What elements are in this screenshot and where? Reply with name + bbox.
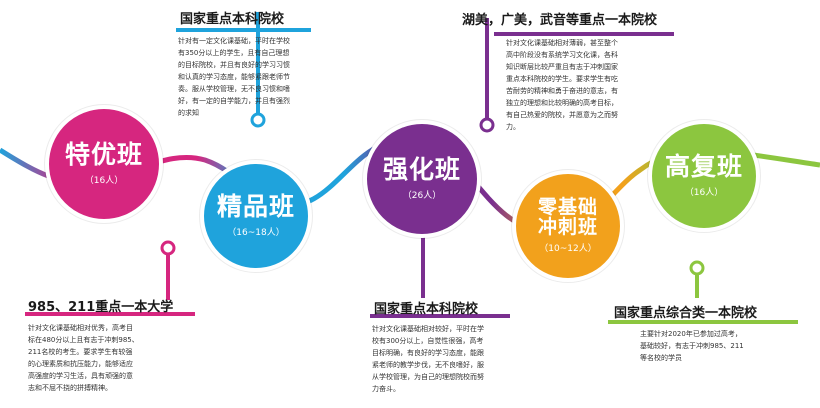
title-underline [25,312,195,316]
block-desc-top-1: 针对有一定文化课基础，平时在学校 有350分以上的学生，且有自己理想 的目标院校… [178,35,290,119]
block-desc-bottom-2: 针对文化课基础相对较好，平时在学 校有300分以上，自觉性很强，高考 目标明确，… [372,323,484,395]
class-size: （16人） [84,175,124,186]
desc-line: 的心理素质和抗压能力，能够适应 [28,360,133,368]
class-name-line-2: 冲刺班 [537,215,598,238]
class-name: 特优班 [64,140,143,170]
desc-line: 有自己热爱的院校，并愿意为之而努 [506,111,618,119]
connector-dot [689,260,705,276]
block-title-bottom-3: 国家重点综合类一本院校 [614,306,758,321]
connector-dot [160,240,176,256]
desc-line: 校有300分以上，自觉性很强，高考 [372,337,484,345]
desc-line: 高中阶段没有系统学习文化课，各科 [506,51,618,59]
desc-line: 211名校的考生。要求学生有较强 [28,348,133,356]
desc-line: 紧老师的教学步伐，无不良嗜好，服 [372,361,484,369]
title-underline [608,320,798,324]
desc-line: 有350分以上的学生，且有自己理想 [178,49,290,57]
block-title-bottom-2: 国家重点本科院校 [374,302,479,317]
class-circle-gaofu: 高复班 （16人） [648,120,760,232]
desc-line: 重点本科院校的学生。要求学生有吃 [506,75,618,83]
class-circle-jingpin: 精品班 （16~18人） [200,160,312,272]
class-size: （26人） [402,190,442,201]
class-circle-lingjichu: 零基础 冲刺班 （10~12人） [512,170,624,282]
title-underline [176,28,311,32]
class-size: （10~12人） [539,244,597,255]
desc-line: 和认真的学习态度，能够紧跟老师节 [178,73,290,81]
class-size: （16~18人） [227,227,285,238]
class-name: 高复班 [664,152,743,182]
desc-line: 针对文化课基础相对薄弱，甚至整个 [506,39,618,47]
desc-line: 独立的理想和比较明确的高考目标， [506,99,618,107]
connector-dot [250,112,266,128]
block-desc-top-2: 针对文化课基础相对薄弱，甚至整个 高中阶段没有系统学习文化课，各科 知识断层比较… [506,37,618,133]
desc-line: 等名校的学员 [640,354,682,362]
title-underline [494,32,674,36]
desc-line: 力。 [506,123,520,131]
block-title-bottom-1: 985、211重点一本大学 [28,300,174,315]
desc-line: 知识断层比较严重且有志于冲刺国家 [506,63,618,71]
desc-line: 志和不屈不挠的拼搏精神。 [28,384,112,392]
desc-line: 针对文化课基础相对优秀，高考目 [28,324,133,332]
desc-line: 力奋斗。 [372,385,400,393]
block-desc-bottom-3: 主要针对2020年已参加过高考， 基础较好，有志于冲刺985、211 等名校的学… [640,328,744,364]
class-name: 精品班 [216,192,295,222]
desc-line: 好，有一定的自学能力，并且有强烈 [178,97,290,105]
block-title-top-2: 湖美，广美，武音等重点一本院校 [462,13,658,28]
desc-line: 基础较好，有志于冲刺985、211 [640,342,744,350]
desc-line: 目标明确，有良好的学习态度，能跟 [372,349,484,357]
desc-line: 标在480分以上且有志于冲刺985、 [28,336,139,344]
desc-line: 针对文化课基础相对较好，平时在学 [372,325,484,333]
block-title-top-1: 国家重点本科院校 [180,12,285,27]
class-size: （16人） [684,187,724,198]
desc-line: 的目标院校，并且有良好的学习习惯 [178,61,290,69]
desc-line: 奏。服从学校管理，无不良习惯和嗜 [178,85,290,93]
class-circle-qianghua: 强化班 （26人） [363,120,481,238]
class-name-line-1: 零基础 [537,195,598,218]
class-circle-teyou: 特优班 （16人） [45,105,163,223]
title-underline [370,314,510,318]
class-name: 强化班 [382,155,461,185]
desc-line: 高强度的学习生活，具有顽强的意 [28,372,133,380]
desc-line: 从学校管理，为自己的理想院校而努 [372,373,484,381]
connector-dot [479,117,495,133]
block-desc-bottom-1: 针对文化课基础相对优秀，高考目 标在480分以上且有志于冲刺985、 211名校… [28,322,139,394]
desc-line: 的求知 [178,109,199,117]
desc-line: 苦耐劳的精神和勇于奋进的意志，有 [506,87,618,95]
desc-line: 主要针对2020年已参加过高考， [640,330,742,338]
desc-line: 针对有一定文化课基础，平时在学校 [178,37,290,45]
